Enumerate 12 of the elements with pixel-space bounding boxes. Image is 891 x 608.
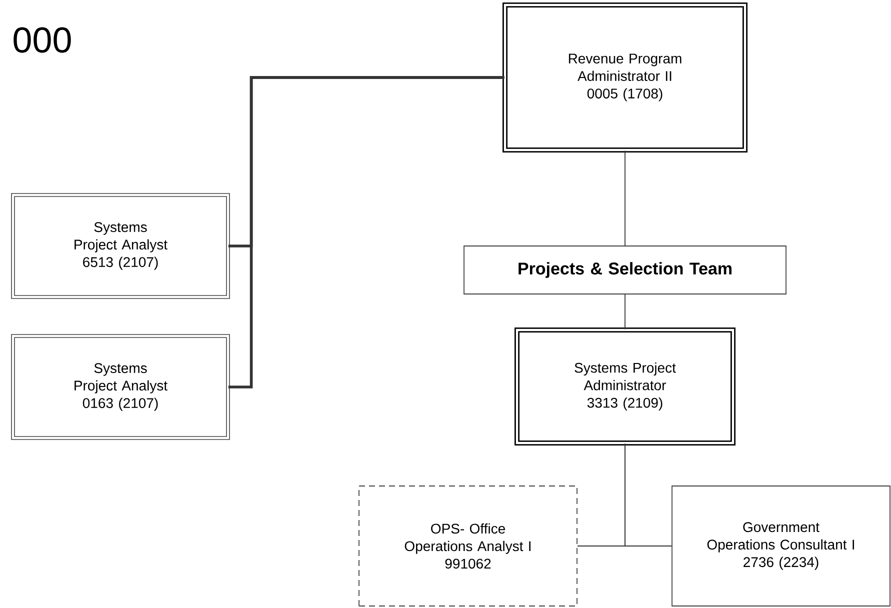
position-box: Systems Project Administrator 3313 (2109) <box>514 328 736 446</box>
position-box: Government Operations Consultant I 2736 (2234) <box>672 486 890 606</box>
connector-line <box>624 294 626 330</box>
page-title: 000 <box>14 27 71 53</box>
position-box: Systems Project Analyst 0163 (2107) <box>11 334 230 440</box>
connector-line <box>624 150 626 246</box>
position-box: Systems Project Analyst 6513 (2107) <box>11 193 230 299</box>
position-box: OPS- Office Operations Analyst I 991062 <box>358 486 578 606</box>
connector-line <box>624 443 672 546</box>
connector-line <box>228 76 504 388</box>
team-box: Projects & Selection Team <box>464 246 786 294</box>
position-box: Revenue Program Administrator II 0005 (1708) <box>502 2 748 152</box>
